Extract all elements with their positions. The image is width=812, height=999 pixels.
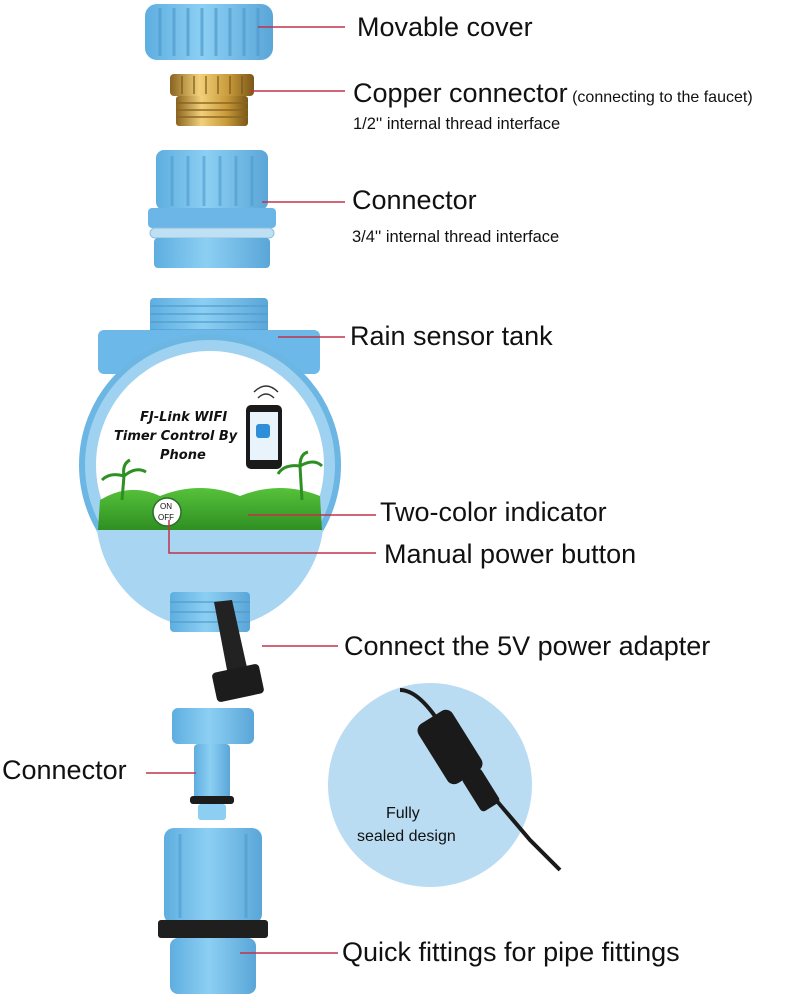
power-cable	[212, 600, 264, 702]
sealed-design-inset	[328, 683, 562, 887]
quick-fitting-part	[158, 828, 268, 994]
label-rain-sensor: Rain sensor tank	[350, 321, 553, 351]
label-connector-top: Connector	[352, 185, 477, 215]
label-manual-power: Manual power button	[384, 539, 637, 569]
movable-cover-part	[145, 4, 273, 60]
button-on-text: ON	[160, 502, 172, 511]
label-two-color: Two-color indicator	[380, 497, 607, 527]
leader-lines	[146, 26, 376, 954]
label-connector-bottom: Connector	[2, 755, 127, 785]
copper-connector-callout: Copper connector (connecting to the fauc…	[353, 80, 753, 107]
label-quick-fittings: Quick fittings for pipe fittings	[342, 937, 680, 967]
button-off-text: OFF	[158, 513, 174, 522]
inset-line-2: sealed design	[357, 828, 456, 845]
label-movable-cover: Movable cover	[357, 12, 533, 42]
label-copper-thread: 1/2'' internal thread interface	[353, 115, 561, 133]
inset-line-1: Fully	[386, 805, 420, 822]
label-power-adapter: Connect the 5V power adapter	[344, 631, 711, 661]
label-copper-connector: Copper connector	[353, 78, 568, 108]
label-connector-thread: 3/4'' internal thread interface	[352, 228, 560, 246]
timer-body	[79, 298, 341, 632]
copper-connector-part	[170, 74, 254, 126]
face-line-1: FJ-Link WIFI	[140, 410, 228, 425]
bottom-connector-part	[172, 708, 254, 820]
top-connector-part	[148, 150, 276, 268]
label-copper-note: (connecting to the faucet)	[572, 89, 753, 106]
face-line-3: Phone	[160, 448, 206, 463]
face-line-2: Timer Control By	[114, 429, 238, 444]
